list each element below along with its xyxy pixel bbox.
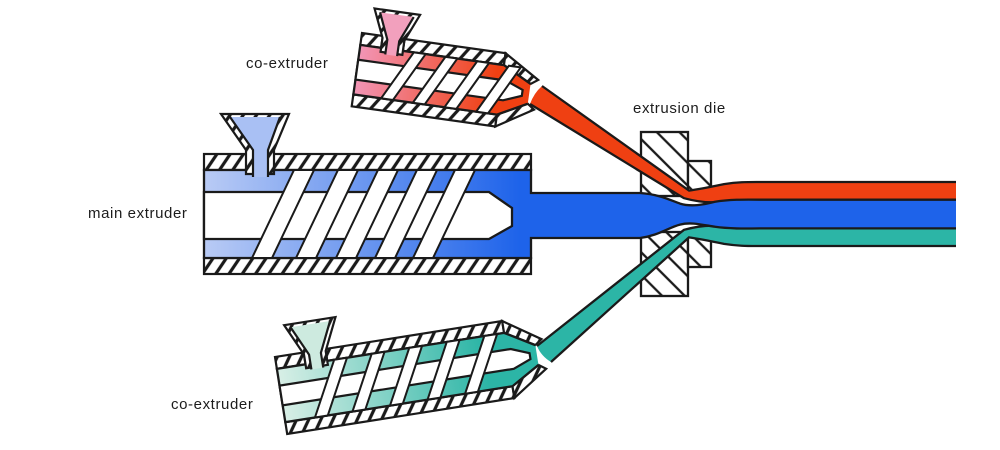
barrel-wall-top bbox=[271, 152, 533, 172]
barrel-wall-bottom bbox=[202, 256, 533, 276]
screw-flight bbox=[351, 350, 387, 413]
screw-flight bbox=[474, 64, 523, 115]
screw-flight bbox=[250, 169, 316, 259]
red-stream-fill bbox=[530, 86, 956, 203]
label-extrusion-die: extrusion die bbox=[633, 100, 726, 117]
co-extruder-top bbox=[350, 7, 541, 129]
main-extruder bbox=[202, 112, 956, 276]
screw-flight bbox=[373, 169, 439, 259]
hopper bbox=[373, 7, 422, 57]
screw-flight bbox=[313, 356, 349, 419]
hopper-fill bbox=[380, 12, 414, 57]
hopper-outline bbox=[229, 116, 282, 177]
label-co-extruder-bottom: co-extruder bbox=[171, 396, 254, 413]
screw-flight bbox=[411, 55, 460, 106]
hopper bbox=[282, 315, 338, 370]
hopper-fill bbox=[290, 320, 331, 370]
screw-flight bbox=[388, 344, 424, 407]
teal-melt-channel bbox=[536, 224, 956, 363]
screw-flight bbox=[442, 60, 491, 110]
teal-stream-fill bbox=[537, 225, 956, 362]
teal-stream-outline bbox=[536, 224, 956, 363]
label-co-extruder-top: co-extruder bbox=[246, 55, 329, 72]
hopper-outline bbox=[289, 320, 332, 370]
hopper bbox=[218, 112, 291, 177]
co-extruder-bottom bbox=[273, 315, 549, 436]
nozzle-wall-top bbox=[500, 319, 544, 347]
screw-flight bbox=[463, 332, 499, 395]
hopper-outline bbox=[378, 12, 415, 57]
barrel-wall-top bbox=[202, 152, 250, 172]
label-main-extruder: main extruder bbox=[88, 205, 188, 222]
red-melt-channel bbox=[529, 85, 956, 204]
extrusion-die-blocks bbox=[639, 130, 713, 298]
screw-flight bbox=[334, 169, 400, 259]
screw-flight bbox=[426, 338, 462, 401]
screw-flight bbox=[411, 169, 477, 259]
screw-flight bbox=[379, 51, 428, 102]
screw-flight bbox=[294, 169, 360, 259]
